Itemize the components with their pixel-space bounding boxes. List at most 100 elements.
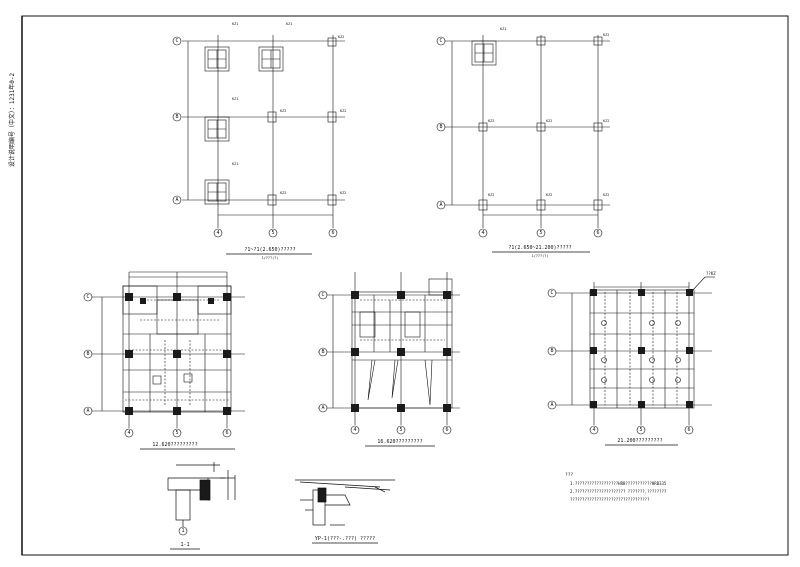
sheet-border — [21, 15, 789, 556]
axis-bubble — [396, 425, 406, 435]
svg-text:KZ2: KZ2 — [340, 109, 346, 113]
axis-bubble — [593, 228, 603, 238]
plan-4 — [318, 272, 460, 425]
axis-bubble — [436, 36, 446, 46]
axis-bubble — [547, 346, 557, 356]
svg-text:KZ1: KZ1 — [232, 22, 238, 26]
axis-bubble — [213, 228, 223, 238]
plan-1-scale: 1/???(?) — [262, 256, 279, 260]
svg-text:KZ2: KZ2 — [546, 119, 552, 123]
note-line: ????????????????????????????????? — [570, 497, 650, 502]
plan-5-callout: ??KZ — [706, 271, 716, 276]
axis-label: 5 — [175, 430, 178, 436]
axis-bubble — [350, 425, 360, 435]
svg-text:KZ1: KZ1 — [232, 162, 238, 166]
note-line: 1.??????????????????HRB???????????HRB335 — [570, 481, 667, 486]
plan-3 — [92, 271, 245, 428]
svg-text:KZ2: KZ2 — [603, 33, 609, 37]
axis-label: 1 — [181, 528, 184, 534]
svg-text:KZ2: KZ2 — [603, 193, 609, 197]
side-title: 设计说明编号（中文）：1231年0-2 — [8, 72, 16, 167]
axis-label: 6 — [225, 430, 228, 436]
axis-bubble — [436, 200, 446, 210]
axis-bubble — [318, 347, 328, 357]
axis-label: A — [321, 405, 324, 411]
axis-bubble — [83, 406, 93, 416]
axis-label: B — [550, 348, 553, 354]
svg-text:KZ1: KZ1 — [500, 27, 506, 31]
plan-3-columns — [125, 293, 231, 415]
axis-bubble — [684, 425, 694, 435]
axis-label: C — [86, 294, 89, 300]
plan-1 — [182, 35, 345, 228]
axis-bubble — [83, 349, 93, 359]
axis-bubble — [328, 228, 338, 238]
axis-bubble — [589, 425, 599, 435]
plan-5-columns — [590, 289, 693, 408]
axis-label: C — [321, 292, 324, 298]
section-detail-title: 1-1 — [180, 542, 189, 548]
svg-text:KZ2: KZ2 — [488, 119, 494, 123]
axis-label: 6 — [596, 230, 599, 236]
svg-text:KZ2: KZ2 — [488, 193, 494, 197]
axis-bubble — [547, 288, 557, 298]
axis-bubble — [268, 228, 278, 238]
axis-bubble — [172, 112, 182, 122]
axis-bubble — [172, 195, 182, 205]
axis-label: C — [175, 38, 178, 44]
axis-bubble — [124, 428, 134, 438]
axis-label: B — [439, 124, 442, 130]
axis-label: 5 — [639, 427, 642, 433]
plan-2-scale: 1/???(?) — [532, 254, 549, 258]
axis-bubble — [536, 228, 546, 238]
svg-text:KZ2: KZ2 — [280, 109, 286, 113]
svg-text:KZ2: KZ2 — [338, 35, 344, 39]
plan-2-title: ?1(2.650~21.200)????? — [508, 245, 571, 251]
axis-label: C — [439, 38, 442, 44]
plan-3-title: 12.620????????? — [152, 442, 197, 448]
svg-text:KZ2: KZ2 — [603, 119, 609, 123]
axis-bubble — [83, 292, 93, 302]
axis-label: A — [550, 402, 553, 408]
axis-label: 4 — [481, 230, 484, 236]
axis-bubble — [172, 36, 182, 46]
axis-label: 4 — [216, 230, 219, 236]
axis-label: 4 — [353, 427, 356, 433]
axis-label: 4 — [127, 430, 130, 436]
axis-label: B — [86, 351, 89, 357]
axis-label: 6 — [687, 427, 690, 433]
axis-label: 5 — [271, 230, 274, 236]
axis-bubble — [547, 400, 557, 410]
axis-bubble — [172, 428, 182, 438]
section-detail-1-1 — [167, 462, 236, 527]
axis-bubble — [436, 122, 446, 132]
axis-label: 6 — [445, 427, 448, 433]
axis-bubble — [222, 428, 232, 438]
axis-label: B — [175, 114, 178, 120]
axis-label: A — [86, 408, 89, 414]
axis-label: 5 — [399, 427, 402, 433]
axis-label: 4 — [592, 427, 595, 433]
plan-4-columns — [351, 291, 451, 412]
axis-label: A — [175, 197, 178, 203]
axis-bubble — [178, 526, 188, 536]
yp-1-detail — [295, 479, 395, 526]
svg-text:KZ2: KZ2 — [280, 191, 286, 195]
plan-4-title: 16.620????????? — [377, 439, 422, 445]
axis-label: 5 — [539, 230, 542, 236]
axis-label: 6 — [331, 230, 334, 236]
plan-1-axis-bubbles — [172, 36, 338, 238]
svg-text:KZ1: KZ1 — [232, 97, 238, 101]
axis-label: A — [439, 202, 442, 208]
axis-bubble — [442, 425, 452, 435]
axis-bubble — [318, 290, 328, 300]
axis-bubble — [318, 403, 328, 413]
svg-text:KZ2: KZ2 — [546, 193, 552, 197]
axis-label: C — [550, 290, 553, 296]
notes-heading: ??? — [565, 472, 573, 478]
svg-text:KZ1: KZ1 — [286, 22, 292, 26]
plan-1-title: ?1~?1(2.650)????? — [244, 247, 295, 253]
